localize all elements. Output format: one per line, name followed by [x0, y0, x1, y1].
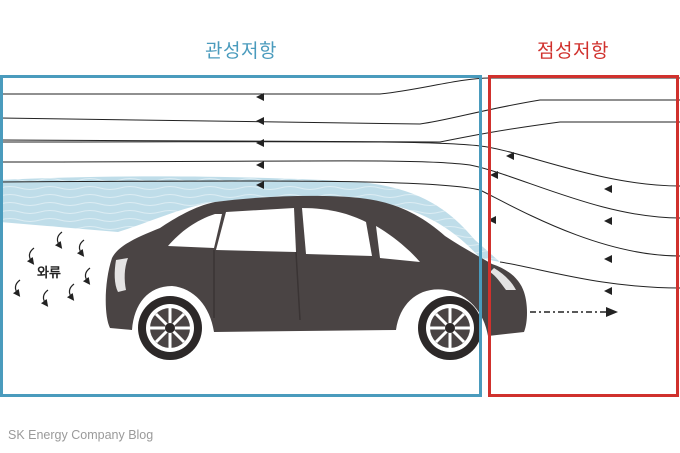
forward-motion-arrow [530, 307, 618, 317]
streamline-arrows [256, 93, 612, 295]
airflow-arrow-icon [256, 93, 264, 101]
vortex-curl-icon [12, 231, 91, 307]
inertial-resistance-label: 관성저항 [205, 40, 277, 62]
airflow-arrow-icon [256, 161, 264, 169]
viscous-resistance-label: 점성저항 [537, 40, 609, 62]
inertial-resistance-box [0, 75, 482, 397]
streamline-7 [499, 261, 680, 289]
streamline-1 [0, 77, 680, 95]
car-silhouette-icon [105, 195, 528, 360]
credit-text: SK Energy Company Blog [8, 428, 154, 442]
vortex-label: 와류 [37, 266, 61, 281]
front-wheel-icon [418, 296, 482, 360]
airflow-arrow-icon [256, 181, 264, 189]
airflow-arrow-icon [604, 255, 612, 263]
viscous-resistance-box [488, 75, 679, 397]
airflow-arrow-icon [604, 287, 612, 295]
streamline-4 [0, 141, 680, 187]
streamline-6 [0, 180, 680, 257]
airflow-arrow-icon [256, 139, 264, 147]
streamline-3 [0, 121, 680, 143]
rear-wheel-icon [138, 296, 202, 360]
airflow-arrow-icon [490, 171, 498, 179]
airflow-band [0, 176, 500, 262]
airflow-arrow-icon [488, 216, 496, 224]
airflow-arrow-icon [604, 185, 612, 193]
streamline-2 [0, 99, 680, 125]
airflow-arrow-icon [506, 152, 514, 160]
airflow-arrow-icon [604, 217, 612, 225]
streamline-5 [0, 160, 680, 219]
airflow-arrow-icon [256, 117, 264, 125]
